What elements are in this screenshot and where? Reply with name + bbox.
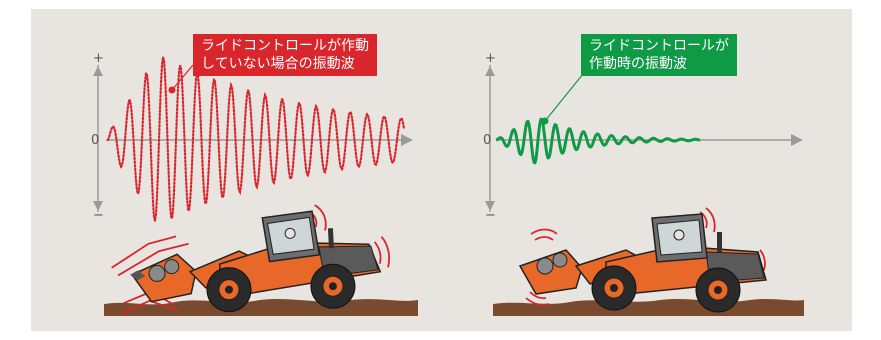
green-callout-leader (544, 73, 584, 122)
undamped-callout-line1: ライドコントロールが作動 (201, 38, 369, 54)
undamped-wave-callout: ライドコントロールが作動 していない場合の振動波 (193, 34, 377, 76)
right-axis-plus-label: + (485, 51, 496, 66)
damped-callout-line2: 作動時の振動波 (589, 56, 687, 72)
left-wheel-loader (111, 204, 390, 315)
damped-vibration-wave (495, 117, 701, 165)
undamped-callout-line2: していない場合の振動波 (201, 56, 355, 72)
left-axis-zero-label: 0 (91, 133, 100, 148)
undamped-vibration-wave (106, 56, 406, 223)
right-axis-zero-label: 0 (483, 133, 492, 148)
left-axis-plus-label: + (93, 51, 104, 66)
right-wheel-loader (518, 207, 767, 313)
right-axis-minus-label: − (485, 208, 496, 223)
left-axes (93, 65, 413, 212)
damped-wave-callout: ライドコントロールが 作動時の振動波 (581, 34, 737, 76)
right-ground (493, 298, 804, 316)
damped-callout-line1: ライドコントロールが (589, 38, 729, 54)
red-callout-leader (171, 64, 194, 91)
left-axis-minus-label: − (93, 208, 104, 223)
